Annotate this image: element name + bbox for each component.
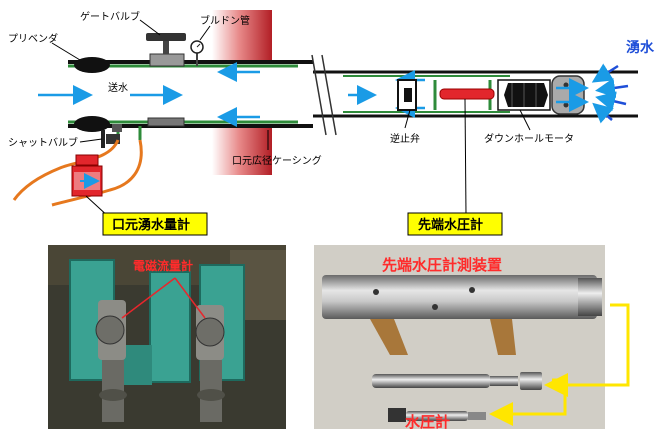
downhole-motor bbox=[497, 75, 585, 115]
tip-gauge-photo-title: 先端水圧計測装置 bbox=[382, 256, 502, 274]
preventer-leader bbox=[51, 42, 81, 61]
shut-valve bbox=[101, 130, 120, 148]
preventer-label: プリベンダ bbox=[8, 32, 58, 45]
spring-water-arrows bbox=[591, 63, 629, 124]
shut-valve-label: シャットバルブ bbox=[8, 136, 78, 149]
water-feed-label: 送水 bbox=[108, 81, 128, 94]
tip-pressure-sensor bbox=[433, 80, 495, 110]
discharge-hoses bbox=[12, 139, 143, 207]
gate-valve bbox=[146, 33, 186, 67]
bourdon-gauge bbox=[190, 40, 204, 66]
bourdon-label: ブルドン管 bbox=[200, 14, 250, 27]
flowmeter-photo bbox=[48, 245, 286, 429]
preventer bbox=[74, 57, 110, 132]
tip-gauge-caption: 先端水圧計 bbox=[418, 217, 483, 233]
collar-meter-caption-box bbox=[102, 212, 208, 236]
tip-gauge-caption-box bbox=[407, 212, 503, 236]
shut-valve-leader bbox=[79, 138, 103, 143]
bourdon-leader bbox=[199, 25, 211, 41]
gate-valve-leader bbox=[139, 19, 161, 36]
gate-valve-label: ゲートバルブ bbox=[80, 10, 140, 23]
casing-label: 口元広径ケーシング bbox=[232, 154, 322, 167]
tip-gauge-photo-label: 水圧計 bbox=[405, 413, 450, 431]
tip-gauge-photo bbox=[314, 245, 630, 429]
flowmeter-photo-label: 電磁流量計 bbox=[133, 258, 193, 273]
pipe-break-mark bbox=[311, 54, 337, 136]
casing-pipe bbox=[68, 60, 313, 128]
check-valve-leader bbox=[404, 109, 411, 129]
inflow-arrows bbox=[556, 78, 589, 112]
check-valve bbox=[397, 79, 417, 111]
spring-water-label: 湧水 bbox=[626, 39, 655, 56]
motor-leader bbox=[519, 109, 531, 131]
check-valve-label: 逆止弁 bbox=[390, 132, 420, 145]
motor-label: ダウンホールモータ bbox=[484, 132, 574, 145]
tip-gauge-leader bbox=[464, 98, 467, 216]
collar-meter-caption: 口元湧水量計 bbox=[112, 217, 190, 233]
collar-flow-meter bbox=[71, 154, 103, 197]
